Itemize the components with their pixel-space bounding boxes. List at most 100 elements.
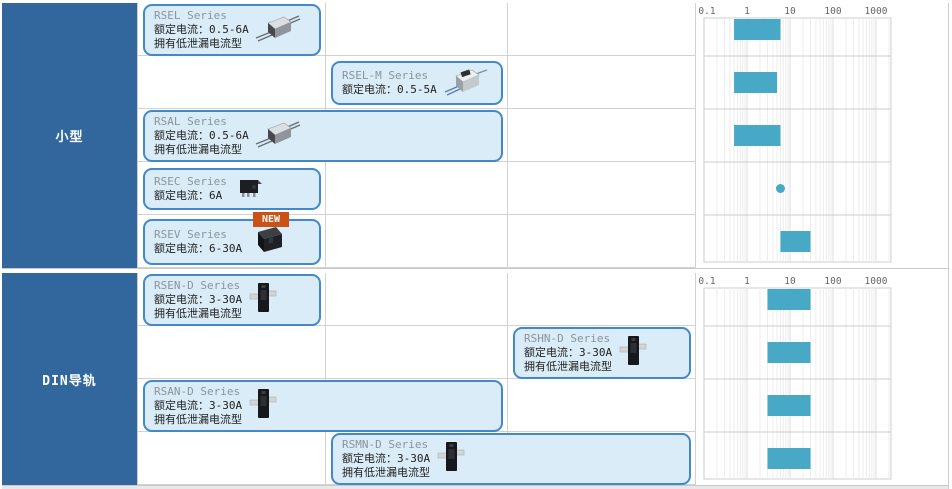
x-axis-tick-label: 1000 [865,276,888,287]
x-axis-tick-label: 100 [824,276,841,287]
spec-line: 额定电流：0.5-6A [154,128,249,142]
rated-current-chart-small: 0.1 1 10 100 1000 [698,6,892,263]
table-cell [326,162,508,214]
table-cell [326,326,508,378]
rsel-m-product-image [443,66,489,100]
chart-column-small: 0.1 1 10 100 1000 [696,3,948,268]
table-row [138,273,696,326]
table-cell [326,56,508,108]
current-range-bar [767,342,811,363]
table-cell [138,432,326,484]
table-cell [508,109,696,161]
spec-line: 拥有低泄漏电流型 [342,465,430,479]
table-cell [508,432,696,484]
table-cell [138,215,326,267]
rsmn-d-product-image [436,440,466,478]
spec-line: 拥有低泄漏电流型 [154,306,242,320]
rated-current-chart-din: 0.1 1 10 100 1000 [698,276,892,480]
spec-line: 拥有低泄漏电流型 [154,36,242,50]
x-axis-tick-label: 1 [744,6,750,17]
table-cell [326,109,508,161]
table-cell [508,56,696,108]
spec-line: 额定电流：6A [154,188,223,202]
table-cell [326,273,508,325]
x-axis-tick-label: 100 [824,6,841,17]
current-range-bar [767,289,811,310]
rsen-d-product-image [248,281,278,319]
spec-line: 拥有低泄漏电流型 [154,142,242,156]
table-cell [138,273,326,325]
current-range-bar [734,19,781,40]
spec-line: 额定电流：3-30A [154,398,243,412]
x-axis-tick-label: 10 [784,6,796,17]
rsec-product-image [233,173,267,205]
table-cell [508,326,696,378]
spec-line: 额定电流：6-30A [154,241,243,255]
x-axis-tick-label: 1000 [865,6,888,17]
section-separator [2,269,948,273]
series-name: RSEL-M Series [342,68,429,82]
current-range-bar [780,231,811,252]
rsan-d-product-image [248,387,278,425]
series-name: RSEV Series [154,227,227,241]
table-cell [138,56,326,108]
spec-line: 额定电流：0.5-6A [154,22,249,36]
series-name: RSHN-D Series [524,331,611,345]
table-cell [508,215,696,267]
table-cell [138,326,326,378]
table-cell [508,3,696,55]
rshn-d-product-image [618,334,648,372]
new-badge: NEW [253,211,290,227]
rsal-product-image [255,119,301,153]
current-range-bar [767,448,811,469]
series-name: RSEL Series [154,8,227,22]
table-row [138,215,696,268]
series-name: RSAL Series [154,114,227,128]
table-row [138,3,696,56]
section-label-din: DIN导轨 [2,273,138,485]
series-name: RSMN-D Series [342,437,429,451]
table-row [138,56,696,109]
table-cell [508,379,696,431]
rsel-product-image [255,13,301,47]
spec-line: 拥有低泄漏电流型 [154,412,242,426]
table-row [138,162,696,215]
x-axis-tick-label: 1 [744,276,750,287]
table-cell [326,215,508,267]
chart-column-din: 0.1 1 10 100 1000 [696,273,948,485]
series-name: RSAN-D Series [154,384,241,398]
series-name: RSEN-D Series [154,278,241,292]
current-point-marker [775,184,785,193]
x-axis-tick-label: 10 [784,276,796,287]
spec-line: 额定电流：3-30A [524,345,613,359]
spec-line: 额定电流：3-30A [342,451,431,465]
table-cell [326,3,508,55]
series-name: RSEC Series [154,174,227,188]
current-range-bar [734,125,781,146]
table-cell [138,162,326,214]
page-bottom-strip [2,486,948,489]
rsev-product-image [248,224,290,260]
table-cell [138,3,326,55]
x-axis-tick-label: 0.1 [698,276,715,287]
x-axis-tick-label: 0.1 [698,6,715,17]
table-cell [508,273,696,325]
table-cell [326,379,508,431]
section-label-small: 小型 [2,3,138,268]
current-range-bar [734,72,778,93]
spec-line: 拥有低泄漏电流型 [524,359,612,373]
